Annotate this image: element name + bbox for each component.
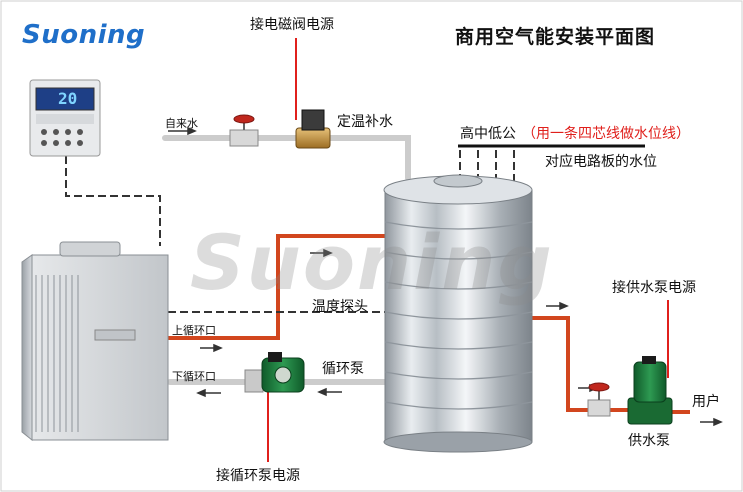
arrow-upper-loop bbox=[200, 343, 223, 353]
label-makeup-water: 定温补水 bbox=[337, 114, 393, 130]
label-user: 用户 bbox=[692, 394, 720, 410]
supply-valve bbox=[587, 382, 611, 417]
label-circulation-pump: 循环泵 bbox=[322, 361, 364, 377]
solenoid-coil bbox=[301, 109, 325, 131]
unit-handle bbox=[94, 329, 136, 341]
label-upper-loop: 上循环口 bbox=[172, 324, 216, 337]
watermark-text: Suoning bbox=[190, 218, 554, 307]
tap-water-valve bbox=[229, 114, 259, 147]
label-temp-probe: 温度探头 bbox=[312, 299, 368, 315]
label-level-note: （用一条四芯线做水位线） bbox=[522, 126, 690, 142]
supply-pipe-out bbox=[530, 316, 598, 412]
arrow-lower-loop-a bbox=[196, 388, 221, 398]
circulation-pump bbox=[244, 352, 305, 393]
label-level-prefix: 高中低公 bbox=[460, 126, 516, 142]
fan-top bbox=[59, 241, 121, 257]
label-supply-pump: 供水泵 bbox=[628, 433, 670, 449]
tank-bottom bbox=[383, 431, 533, 453]
label-circ-pump-power: 接循环泵电源 bbox=[216, 468, 300, 484]
controller-screen bbox=[35, 87, 95, 111]
tank-lid bbox=[433, 174, 483, 188]
storage-tank bbox=[383, 174, 533, 453]
controller-display-value: 20 bbox=[58, 89, 78, 108]
brand-logo: Suoning bbox=[22, 20, 146, 50]
tank-rings bbox=[384, 221, 533, 410]
label-solenoid-power: 接电磁阀电源 bbox=[250, 17, 334, 33]
label-tap-water: 自来水 bbox=[165, 117, 198, 130]
controller-wire bbox=[65, 156, 161, 246]
arrow-tank-in bbox=[310, 248, 333, 258]
supply-pump bbox=[627, 356, 673, 425]
arrow-lower-loop-b bbox=[317, 387, 342, 397]
label-level-board: 对应电路板的水位 bbox=[545, 154, 657, 170]
solenoid-valve bbox=[295, 109, 331, 149]
arrow-user bbox=[700, 417, 723, 427]
page-title: 商用空气能安装平面图 bbox=[455, 26, 656, 48]
arrow-tank-out bbox=[546, 301, 569, 311]
wall-controller bbox=[29, 79, 101, 157]
controller-buttons bbox=[41, 129, 83, 146]
heat-pump-unit bbox=[21, 241, 169, 442]
power-wires bbox=[267, 38, 669, 462]
label-lower-loop: 下循环口 bbox=[172, 370, 216, 383]
arrow-tap-water bbox=[168, 126, 197, 136]
tap-water-pipe bbox=[162, 135, 411, 181]
valve-handle bbox=[233, 114, 255, 124]
unit-grille bbox=[35, 275, 79, 432]
upper-loop-pipe bbox=[168, 234, 390, 340]
label-supply-pump-power: 接供水泵电源 bbox=[612, 280, 696, 296]
flow-arrows bbox=[168, 126, 723, 427]
